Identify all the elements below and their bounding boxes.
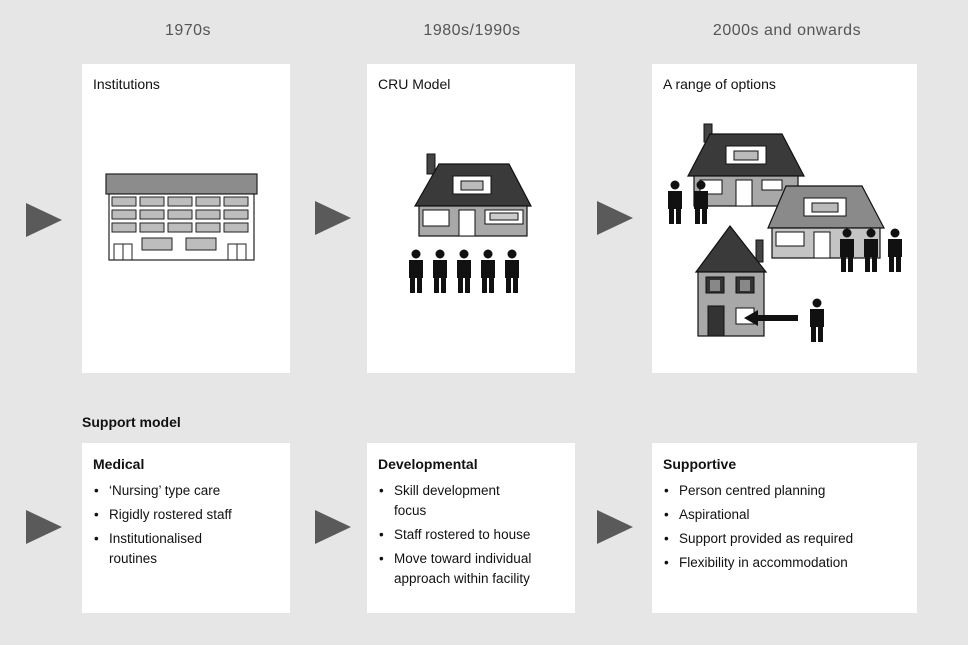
panel-title: A range of options	[663, 76, 776, 92]
list-item: Aspirational	[663, 505, 908, 525]
arrow-right-icon	[26, 510, 62, 544]
list-item: Person centred planning	[663, 481, 908, 501]
panel-institutions: Institutions	[82, 64, 290, 373]
list-item: Support provided as required	[663, 529, 908, 549]
multiple-houses-icon	[668, 123, 902, 342]
list-item: Rigidly rostered staff	[93, 505, 283, 525]
list-item: Move toward individual approach within f…	[378, 549, 574, 589]
list-item: Skill development focus	[378, 481, 534, 521]
arrow-right-icon	[26, 203, 62, 237]
support-model-label: Support model	[82, 414, 181, 430]
panel-title: CRU Model	[378, 76, 451, 92]
institution-building-icon	[105, 173, 258, 261]
list-item: Flexibility in accommodation	[663, 553, 908, 573]
panel-title: Institutions	[93, 76, 160, 92]
era-label-2000s: 2000s and onwards	[712, 22, 862, 39]
era-label-1970s: 1970s	[164, 22, 212, 39]
card-heading: Supportive	[663, 456, 737, 472]
panel-cru-model: CRU Model	[367, 64, 575, 373]
card-heading: Developmental	[378, 456, 478, 472]
bullet-list: Skill development focus Staff rostered t…	[378, 481, 568, 593]
era-label-1980s-1990s: 1980s/1990s	[423, 22, 521, 39]
arrow-right-icon	[597, 201, 633, 235]
arrow-right-icon	[315, 201, 351, 235]
arrow-right-icon	[315, 510, 351, 544]
card-developmental: Developmental Skill development focus St…	[367, 443, 575, 613]
card-heading: Medical	[93, 456, 145, 472]
house-with-people-icon	[409, 153, 532, 293]
people-group-icon	[668, 180, 902, 342]
list-item: ‘Nursing’ type care	[93, 481, 283, 501]
arrow-right-icon	[597, 510, 633, 544]
bullet-list: ‘Nursing’ type care Rigidly rostered sta…	[93, 481, 283, 573]
panel-range-of-options: A range of options	[652, 64, 917, 373]
arrow-left-icon	[744, 310, 798, 326]
list-item: Institutionalised routines	[93, 529, 239, 569]
people-group-icon	[409, 249, 519, 293]
card-supportive: Supportive Person centred planning Aspir…	[652, 443, 917, 613]
bullet-list: Person centred planning Aspirational Sup…	[663, 481, 908, 577]
list-item: Staff rostered to house	[378, 525, 568, 545]
card-medical: Medical ‘Nursing’ type care Rigidly rost…	[82, 443, 290, 613]
